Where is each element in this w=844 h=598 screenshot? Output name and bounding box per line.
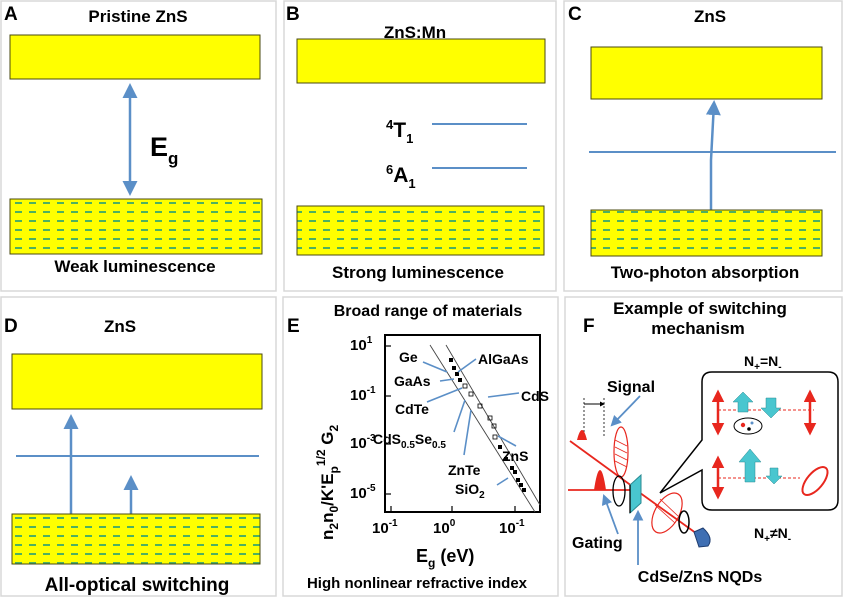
panel-c-frame bbox=[563, 0, 843, 292]
data-point bbox=[487, 415, 493, 421]
panel-a-caption: Weak luminescence bbox=[54, 257, 215, 276]
panel-b-title: ZnS:Mn bbox=[384, 23, 446, 42]
data-point bbox=[462, 383, 468, 389]
y-tick-label: 101 bbox=[350, 335, 373, 354]
y-tick-label: 10-1 bbox=[350, 385, 376, 404]
panel-b: B ZnS:Mn 4T1 6A1 Strong luminescence bbox=[283, 0, 557, 292]
material-gaas: GaAs bbox=[394, 373, 431, 389]
panel-c-title: ZnS bbox=[694, 7, 726, 26]
conduction-band bbox=[11, 353, 263, 410]
panel-d-caption: All-optical switching bbox=[45, 575, 230, 596]
panel-a-title: Pristine ZnS bbox=[88, 7, 187, 26]
two-photon-arrow bbox=[705, 100, 721, 210]
material-sio2: SiO2 bbox=[455, 481, 485, 501]
panel-d-frame bbox=[0, 296, 277, 597]
panel-a-letter: A bbox=[4, 4, 18, 25]
data-point bbox=[477, 403, 483, 409]
material-znte: ZnTe bbox=[448, 462, 481, 478]
output-beam bbox=[635, 489, 701, 537]
panel-e-frame bbox=[282, 296, 559, 597]
y-axis-label: n2n0/K'Ep1/2 G2 bbox=[314, 424, 341, 540]
gating-pulse bbox=[594, 470, 606, 490]
data-point bbox=[522, 488, 526, 492]
panel-f-title-line1: Example of switching bbox=[613, 299, 787, 318]
data-point bbox=[516, 478, 520, 482]
nqd-label: CdSe/ZnS NQDs bbox=[638, 569, 763, 586]
data-point bbox=[498, 445, 502, 449]
data-point bbox=[455, 372, 459, 376]
data-points bbox=[449, 358, 526, 492]
zoom-bubble bbox=[659, 371, 839, 511]
panel-e: E Broad range of materials 101 10-1 10-3… bbox=[282, 296, 559, 597]
x-axis-label: Eg (eV) bbox=[416, 546, 474, 570]
signal-label: Signal bbox=[607, 379, 655, 396]
valence-band bbox=[296, 205, 545, 256]
tick-marks bbox=[385, 345, 516, 512]
y-tick-label: 10-3 bbox=[350, 433, 376, 452]
data-point bbox=[504, 457, 508, 461]
data-point bbox=[491, 423, 497, 429]
signal-pulse bbox=[577, 430, 587, 440]
conduction-band bbox=[590, 46, 823, 100]
fit-line bbox=[429, 344, 536, 513]
material-algaas: AlGaAs bbox=[478, 351, 529, 367]
data-point bbox=[458, 378, 462, 382]
panel-e-title: Broad range of materials bbox=[334, 303, 523, 320]
material-zns: ZnS bbox=[502, 448, 528, 464]
panel-b-frame bbox=[283, 0, 557, 292]
valence-band bbox=[9, 198, 263, 255]
panel-f-letter: F bbox=[583, 316, 595, 337]
optical-setup: Signal Gat bbox=[568, 379, 762, 586]
panel-e-letter: E bbox=[287, 316, 300, 337]
material-ge: Ge bbox=[399, 349, 418, 365]
data-point bbox=[449, 358, 453, 362]
panel-e-caption: High nonlinear refractive index bbox=[307, 575, 528, 592]
data-point bbox=[519, 483, 523, 487]
x-tick-label: 10-1 bbox=[499, 518, 525, 537]
material-cdsse: CdS0.5Se0.5 bbox=[373, 431, 446, 451]
y-tick-label: 10-5 bbox=[350, 483, 376, 502]
data-point bbox=[513, 470, 517, 474]
gating-label: Gating bbox=[572, 535, 623, 552]
level-4t1-label: 4T1 bbox=[386, 117, 413, 146]
plot-area bbox=[384, 334, 541, 513]
panel-c: C ZnS Two-photon absorption bbox=[563, 0, 843, 292]
panel-a-frame bbox=[0, 0, 277, 292]
detector bbox=[693, 527, 711, 548]
valence-band bbox=[590, 209, 823, 257]
material-pointers bbox=[422, 358, 520, 486]
panel-d-letter: D bbox=[4, 316, 18, 337]
conduction-band bbox=[296, 38, 546, 84]
data-point bbox=[452, 366, 456, 370]
panel-a: A Pristine ZnS Eg Weak luminescence bbox=[0, 0, 277, 292]
conduction-band bbox=[9, 34, 261, 80]
population-unequal-label: N+≠N- bbox=[754, 525, 791, 545]
panel-c-caption: Two-photon absorption bbox=[611, 263, 800, 282]
panel-f-title-line2: mechanism bbox=[651, 319, 745, 338]
panel-f: F Example of switching mechanism N+=N- N… bbox=[564, 296, 843, 597]
panel-b-letter: B bbox=[286, 4, 300, 25]
population-equal-label: N+=N- bbox=[744, 353, 782, 373]
x-tick-label: 100 bbox=[433, 518, 456, 537]
band-gap-label: Eg bbox=[150, 132, 178, 168]
x-tick-label: 10-1 bbox=[372, 518, 398, 537]
panel-c-letter: C bbox=[568, 4, 582, 25]
lower-transition bbox=[711, 448, 829, 500]
valence-band bbox=[11, 513, 261, 565]
panel-b-caption: Strong luminescence bbox=[332, 263, 504, 282]
data-point bbox=[510, 466, 514, 470]
panel-f-frame bbox=[564, 296, 843, 597]
signal-beam bbox=[569, 440, 637, 490]
panel-d: D ZnS All-optical switching bbox=[0, 296, 277, 597]
data-point bbox=[492, 434, 498, 440]
upper-transition bbox=[711, 389, 817, 436]
fit-line bbox=[445, 344, 541, 506]
panel-d-title: ZnS bbox=[104, 317, 136, 336]
level-6a1-label: 6A1 bbox=[386, 162, 416, 191]
data-point bbox=[468, 391, 474, 397]
nqd-sample bbox=[629, 473, 642, 515]
material-cds: CdS bbox=[521, 388, 549, 404]
material-cdte: CdTe bbox=[395, 401, 429, 417]
